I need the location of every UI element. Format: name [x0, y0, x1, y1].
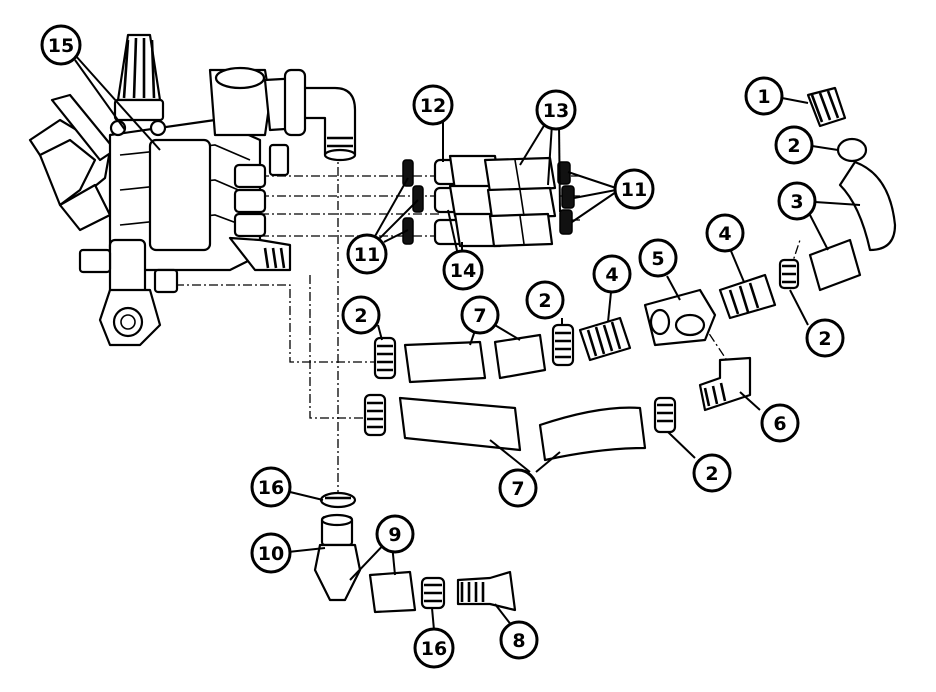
label-4-right: 4: [705, 213, 745, 253]
svg-text:14: 14: [450, 260, 476, 282]
label-3: 3: [777, 181, 817, 221]
label-5: 5: [638, 238, 678, 278]
svg-text:9: 9: [388, 524, 401, 546]
callout-labels: 1 2 3 4 4 5 2 2 2 7 6 2 7 12 13 11 11 14…: [40, 24, 845, 669]
label-12: 12: [412, 84, 454, 126]
label-16-bottom: 16: [413, 627, 455, 669]
svg-text:6: 6: [773, 413, 786, 435]
svg-text:2: 2: [354, 305, 367, 327]
manifold-fittings: [402, 154, 575, 248]
svg-text:3: 3: [790, 191, 803, 213]
svg-text:4: 4: [605, 264, 618, 286]
label-2-left: 2: [341, 295, 381, 335]
svg-text:4: 4: [718, 223, 731, 245]
label-10: 10: [250, 532, 292, 574]
svg-text:7: 7: [473, 305, 486, 327]
label-8: 8: [499, 620, 539, 660]
label-14: 14: [442, 249, 484, 291]
svg-text:11: 11: [621, 179, 647, 201]
label-11-left: 11: [346, 233, 388, 275]
centerlines: [175, 150, 801, 500]
label-1: 1: [744, 76, 784, 116]
label-4-left: 4: [592, 254, 632, 294]
svg-text:2: 2: [787, 135, 800, 157]
svg-text:15: 15: [48, 35, 74, 57]
fittings-4-5-6: [578, 273, 777, 412]
label-9: 9: [375, 514, 415, 554]
svg-text:13: 13: [543, 100, 569, 122]
svg-text:2: 2: [705, 463, 718, 485]
label-7-top: 7: [460, 295, 500, 335]
label-2-right: 2: [805, 318, 845, 358]
svg-text:8: 8: [512, 630, 525, 652]
svg-text:11: 11: [354, 244, 380, 266]
svg-text:5: 5: [651, 248, 664, 270]
svg-text:12: 12: [420, 95, 446, 117]
svg-text:2: 2: [818, 328, 831, 350]
hoses-part-7: [398, 333, 647, 462]
hose-part-3: [808, 160, 897, 292]
label-16-top: 16: [250, 466, 292, 508]
label-7-bottom: 7: [498, 468, 538, 508]
lower-assembly: [313, 491, 517, 614]
label-2-top: 2: [774, 125, 814, 165]
label-13: 13: [535, 89, 577, 131]
fitting-part-1: [806, 86, 847, 128]
svg-text:16: 16: [421, 638, 447, 660]
svg-text:10: 10: [258, 543, 284, 565]
svg-text:7: 7: [511, 478, 524, 500]
label-2-mid: 2: [525, 280, 565, 320]
label-11-right: 11: [613, 168, 655, 210]
label-6: 6: [760, 403, 800, 443]
svg-text:1: 1: [757, 86, 770, 108]
label-2-bottom: 2: [692, 453, 732, 493]
svg-text:16: 16: [258, 477, 284, 499]
unloader-valve-assembly: [28, 33, 357, 347]
svg-text:2: 2: [538, 290, 551, 312]
label-15: 15: [40, 24, 82, 66]
